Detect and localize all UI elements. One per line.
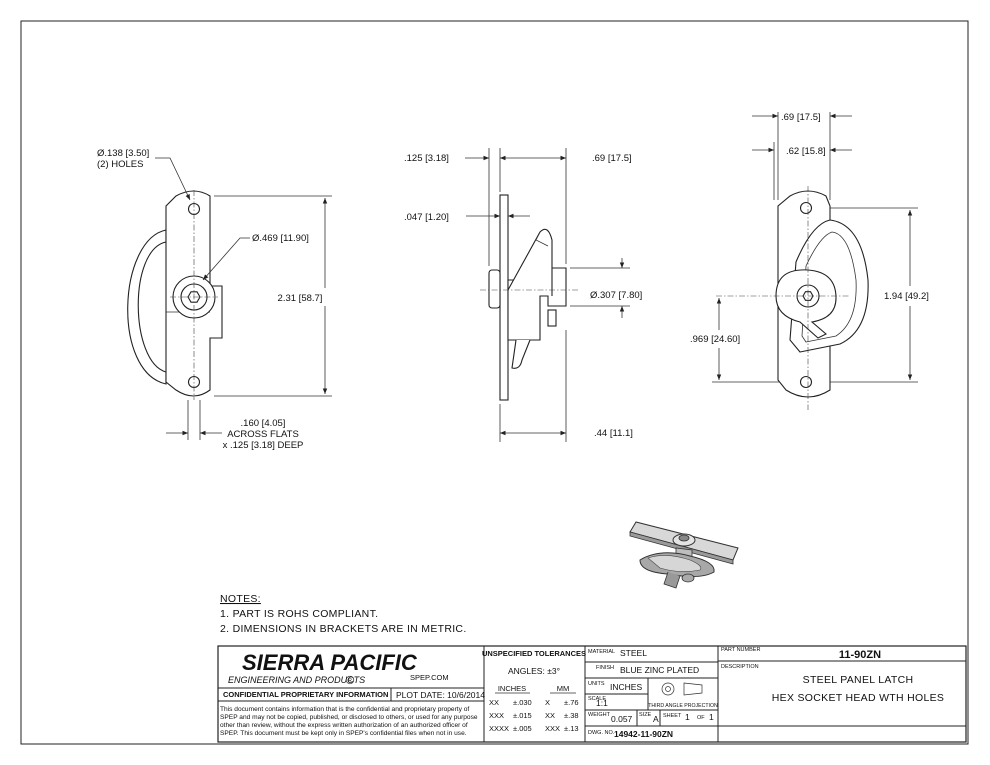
back-height-label: 1.94 [49.2] xyxy=(884,291,929,302)
confidential-label: CONFIDENTIAL PROPRIETARY INFORMATION xyxy=(223,690,388,699)
tol-in-val-3: ±.005 xyxy=(513,724,532,733)
part-number: 11-90ZN xyxy=(839,649,881,661)
of-label: OF xyxy=(697,715,705,721)
tol-mm-val-3: ±.13 xyxy=(564,724,579,733)
stud-dia-label: Ø.307 [7.80] xyxy=(590,290,642,301)
size-label: SIZE xyxy=(639,712,652,718)
tol-mm-key-2: XX xyxy=(545,711,555,720)
company-name: SIERRA PACIFIC xyxy=(242,650,418,675)
dwg-label: DWG. NO. xyxy=(588,730,615,736)
side-view: .125 [3.18] .69 [17.5] .047 [1.20] Ø.307… xyxy=(404,148,642,442)
scale-label: SCALE xyxy=(588,696,606,702)
notes: NOTES: 1. PART IS ROHS COMPLIANT. 2. DIM… xyxy=(220,593,467,635)
legal-line-1: This document contains information that … xyxy=(220,706,469,713)
description-line-2: HEX SOCKET HEAD WTH HOLES xyxy=(772,692,944,704)
tol-in-key-1: XX xyxy=(489,698,499,707)
tol-in-val-1: ±.030 xyxy=(513,698,532,707)
description-line-1: STEEL PANEL LATCH xyxy=(803,674,914,686)
scale-value: 1:1 xyxy=(596,698,608,708)
units-value: INCHES xyxy=(610,682,642,692)
finish-value: BLUE ZINC PLATED xyxy=(620,665,699,675)
flats-label-1: .160 [4.05] xyxy=(241,418,286,429)
tolerance-angles: ANGLES: ±3° xyxy=(508,666,560,676)
sheet-total: 1 xyxy=(709,712,714,722)
finish-label: FINISH xyxy=(596,665,614,671)
side-depth-label: .44 [11.1] xyxy=(594,428,633,439)
title-block: SIERRA PACIFIC ENGINEERING AND PRODUCTS … xyxy=(217,645,967,743)
registered-mark: R xyxy=(348,678,352,684)
isometric-view xyxy=(629,521,739,589)
flats-label-2: ACROSS FLATS xyxy=(227,429,299,440)
hole-dia-label: Ø.138 [3.50] xyxy=(97,148,149,159)
part-number-label: PART NUMBER xyxy=(721,647,760,653)
tolerance-inches-label: INCHES xyxy=(498,684,526,693)
overall-width-label: .69 [17.5] xyxy=(781,112,821,123)
tol-in-key-3: XXXX xyxy=(489,724,509,733)
drawing-number: 14942-11-90ZN xyxy=(614,729,673,739)
back-view: .69 [17.5] .62 [15.8] 1.94 [49.2] .969 [… xyxy=(690,112,929,410)
projection-label: THIRD ANGLE PROJECTION xyxy=(648,703,718,709)
note-2: 2. DIMENSIONS IN BRACKETS ARE IN METRIC. xyxy=(220,623,467,635)
tol-in-key-2: XXX xyxy=(489,711,504,720)
sheet-border xyxy=(20,20,969,745)
size-value: A xyxy=(653,714,659,724)
tolerance-mm-label: MM xyxy=(557,684,570,693)
weight-label: WEIGHT xyxy=(588,712,611,718)
inner-width-label: .62 [15.8] xyxy=(786,146,826,157)
note-1: 1. PART IS ROHS COMPLIANT. xyxy=(220,608,378,620)
notes-title: NOTES: xyxy=(220,593,261,605)
hole-count-label: (2) HOLES xyxy=(97,159,143,170)
weight-value: 0.057 xyxy=(611,714,633,724)
third-angle-projection-icon xyxy=(661,682,703,696)
material-value: STEEL xyxy=(620,648,647,658)
company-subtitle: ENGINEERING AND PRODUCTS xyxy=(228,675,365,685)
tol-mm-key-3: XXX xyxy=(545,724,560,733)
plot-date: PLOT DATE: 10/6/2014 xyxy=(396,690,485,700)
front-height-label: 2.31 [58.7] xyxy=(278,293,323,304)
front-view: Ø.138 [3.50] (2) HOLES Ø.469 [11.90] 2.3… xyxy=(97,148,332,451)
tol-mm-val-2: ±.38 xyxy=(564,711,579,720)
sheet-label: SHEET xyxy=(663,713,682,719)
tol-mm-key-1: X xyxy=(545,698,550,707)
side-width-label: .69 [17.5] xyxy=(592,153,632,164)
head-dia-label: Ø.469 [11.90] xyxy=(252,233,309,244)
sheet-value: 1 xyxy=(685,712,690,722)
legal-line-3: other than review, without the express w… xyxy=(220,722,468,729)
flats-label-3: x .125 [3.18] DEEP xyxy=(223,440,304,451)
flange-label: .125 [3.18] xyxy=(404,153,449,164)
company-website: SPEP.COM xyxy=(410,673,449,682)
tol-mm-val-1: ±.76 xyxy=(564,698,579,707)
legal-line-4: SPEP. This document must be kept only in… xyxy=(220,730,467,737)
material-label: MATERIAL xyxy=(588,649,615,655)
thickness-label: .047 [1.20] xyxy=(404,212,449,223)
legal-line-2: SPEP and may not be copied, published, o… xyxy=(220,714,478,721)
description-label: DESCRIPTION xyxy=(721,664,759,670)
tolerance-title: UNSPECIFIED TOLERANCES xyxy=(482,649,586,658)
back-offset-label: .969 [24.60] xyxy=(690,334,740,345)
tol-in-val-2: ±.015 xyxy=(513,711,532,720)
units-label: UNITS xyxy=(588,681,605,687)
